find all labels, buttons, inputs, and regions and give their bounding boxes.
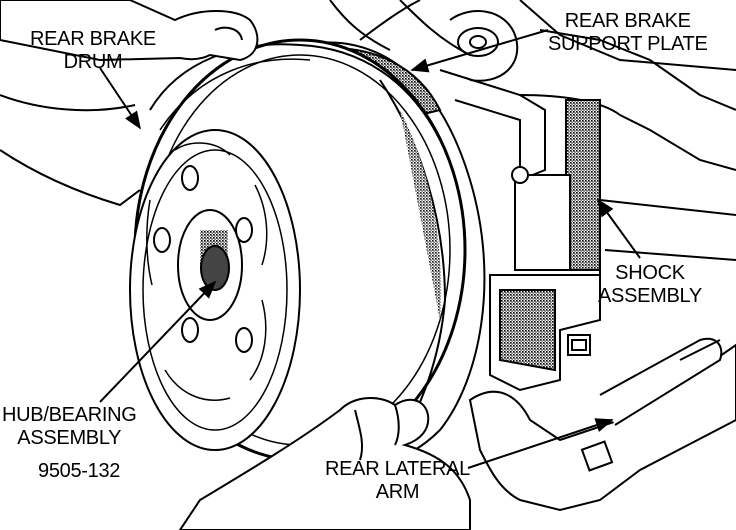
shock-body	[511, 99, 601, 290]
label-shock-assembly: SHOCK ASSEMBLY	[598, 262, 702, 307]
label-rear-brake-support-plate: REAR BRAKE SUPPORT PLATE	[548, 10, 708, 55]
label-rear-brake-drum: REAR BRAKE DRUM	[30, 28, 156, 73]
leader-support-plate	[410, 29, 549, 73]
leader-lines	[99, 29, 641, 469]
label-rear-lateral-arm: REAR LATERAL ARM	[325, 458, 470, 503]
leader-hub	[99, 280, 217, 403]
figure-id-code: 9505-132	[38, 460, 121, 482]
label-hub-bearing-assembly: HUB/BEARING ASSEMBLY	[2, 404, 137, 449]
leader-lateral-arm	[467, 418, 614, 469]
lower-mount-bracket	[489, 274, 601, 392]
drum-face	[129, 129, 301, 451]
technician-hands	[0, 0, 471, 530]
leader-drum	[99, 67, 141, 130]
leader-shock	[596, 198, 641, 259]
